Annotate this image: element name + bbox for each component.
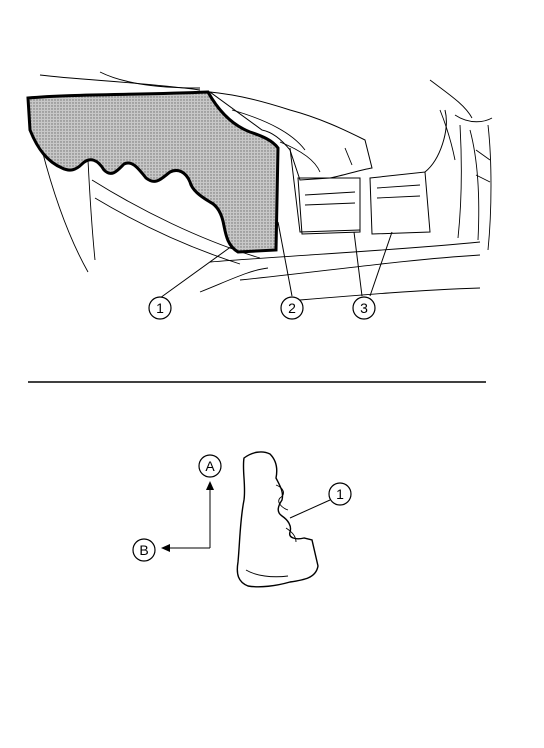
seat-cover-flap: [208, 91, 373, 233]
svg-text:A: A: [205, 458, 215, 474]
seat-outline: [39, 71, 493, 301]
callout-1: 1: [148, 296, 172, 320]
bottom-callout-1: 1: [328, 482, 352, 506]
svg-text:B: B: [139, 542, 148, 558]
leader-lines: [159, 221, 393, 299]
callout-3: 3: [352, 296, 376, 320]
svg-text:2: 2: [288, 300, 296, 316]
direction-label-b: B: [132, 538, 156, 562]
direction-label-a: A: [198, 454, 222, 478]
bottom-illustration: A B 1: [132, 451, 352, 588]
svg-text:3: 3: [360, 300, 368, 316]
pad-piece-outline: [236, 451, 319, 588]
direction-arrows: [161, 481, 214, 552]
clip-panels: [297, 109, 447, 235]
callout-2: 2: [280, 296, 304, 320]
seat-pad-shaded: [26, 90, 280, 254]
svg-text:1: 1: [156, 300, 164, 316]
bottom-leader-line: [289, 499, 331, 519]
top-illustration: 1 2 3: [26, 71, 493, 320]
svg-text:1: 1: [336, 486, 344, 502]
